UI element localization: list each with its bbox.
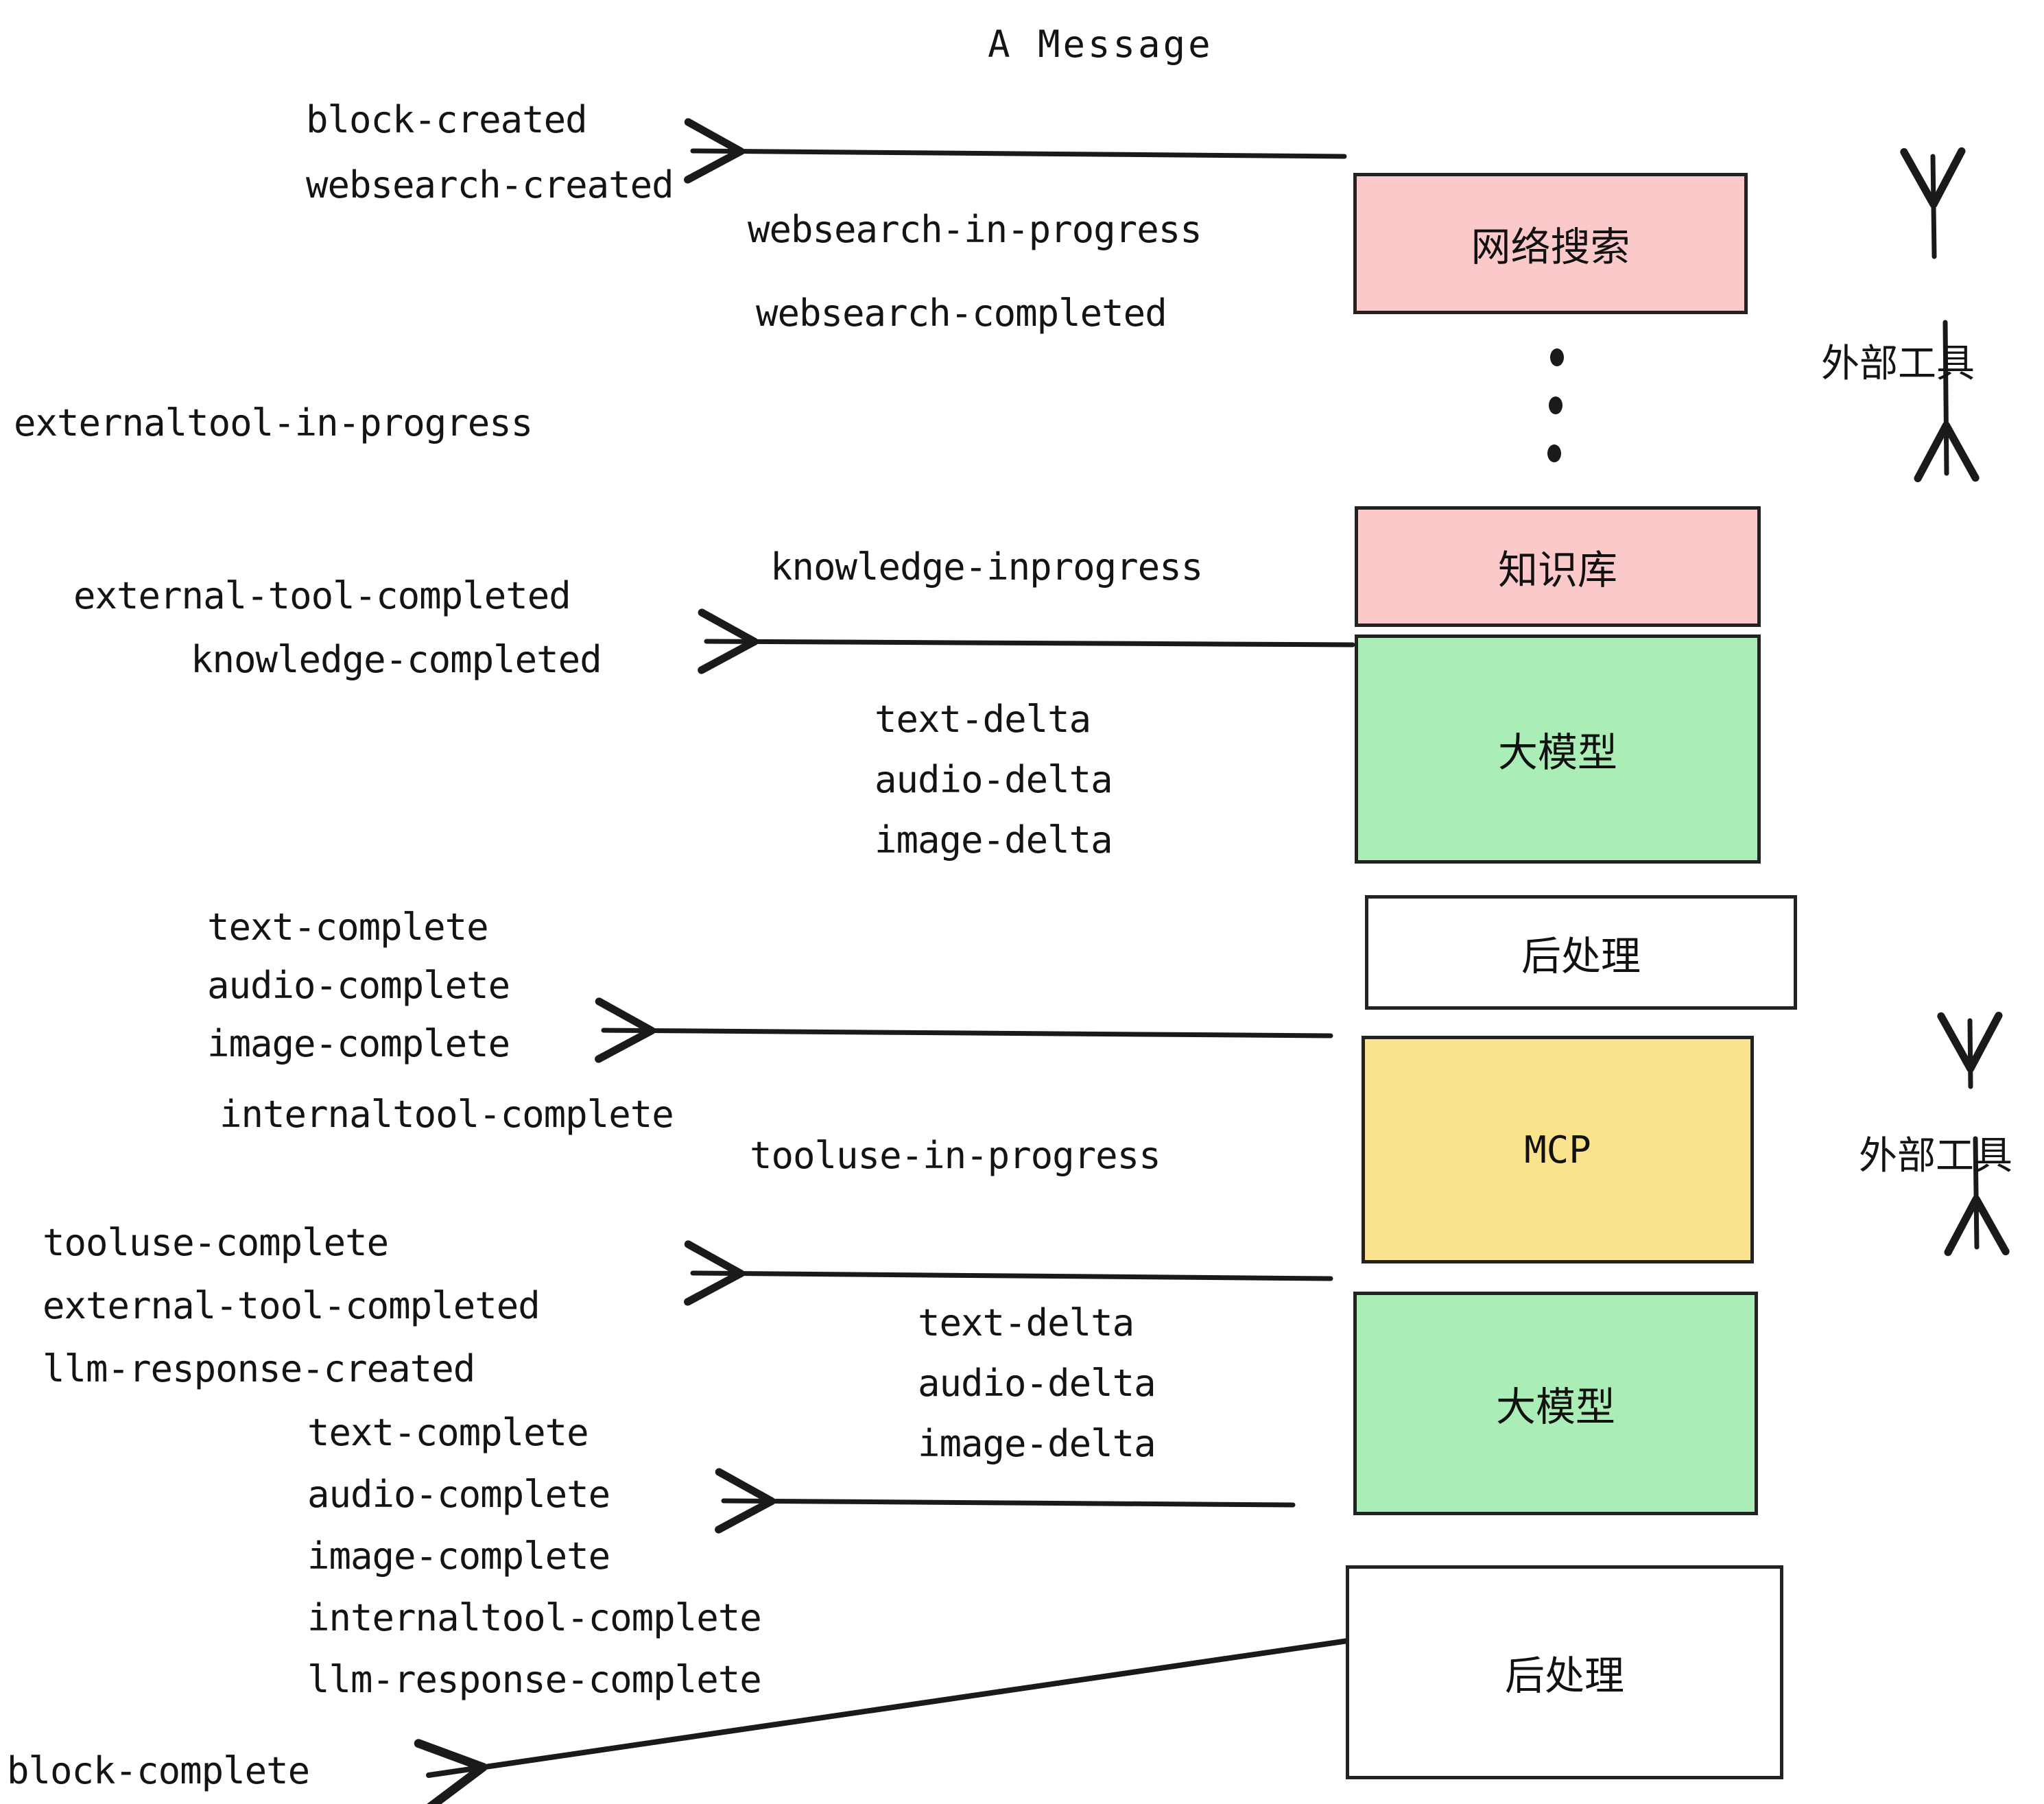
event-internaltool-complete-1: internaltool-complete (219, 1093, 674, 1136)
event-audio-delta-2: audio-delta (918, 1362, 1156, 1405)
external-tool-up-arrow-1 (1900, 147, 1966, 259)
external-tool-down-arrow-1 (1914, 320, 1980, 482)
arrow-postprocess-to-imagecomplete (595, 997, 1333, 1063)
event-image-complete-1: image-complete (207, 1022, 510, 1065)
external-tool-up-arrow-2 (1937, 1011, 2003, 1089)
box-mcp-label: MCP (1524, 1128, 1591, 1172)
box-llm-1[interactable]: 大模型 (1355, 634, 1761, 864)
event-block-created: block-created (306, 98, 588, 141)
event-llm-response-created: llm-response-created (43, 1347, 475, 1390)
event-tooluse-complete: tooluse-complete (43, 1221, 389, 1264)
event-text-complete-2: text-complete (307, 1411, 589, 1454)
event-websearch-created: websearch-created (306, 163, 674, 206)
box-websearch-label: 网络搜索 (1471, 224, 1630, 270)
event-text-complete-1: text-complete (207, 905, 489, 949)
ellipsis-dot (1549, 396, 1562, 414)
event-text-delta-2: text-delta (918, 1301, 1134, 1344)
event-image-delta-1: image-delta (875, 818, 1113, 862)
external-tool-label-1: 外部工具 (1821, 342, 1975, 386)
ellipsis-dot (1550, 348, 1564, 366)
event-block-complete: block-complete (7, 1749, 310, 1792)
event-image-delta-2: image-delta (918, 1422, 1156, 1465)
external-tool-label-2: 外部工具 (1859, 1134, 2012, 1178)
event-audio-delta-1: audio-delta (875, 758, 1113, 801)
arrow-postprocess2-to-blockcomplete (414, 1638, 1351, 1804)
box-postprocess-1[interactable]: 后处理 (1365, 895, 1797, 1010)
event-externaltool-in-progress: externaltool-in-progress (14, 401, 533, 444)
box-llm-2-label: 大模型 (1495, 1384, 1615, 1430)
event-audio-complete-1: audio-complete (207, 964, 510, 1007)
event-internaltool-complete-2: internaltool-complete (307, 1596, 762, 1639)
event-external-tool-completed: external-tool-completed (73, 574, 571, 617)
external-tool-down-arrow-2 (1944, 1136, 2010, 1257)
event-websearch-in-progress: websearch-in-progress (748, 208, 1202, 251)
box-knowledge-label: 知识库 (1497, 547, 1617, 593)
event-tooluse-in-progress: tooluse-in-progress (750, 1134, 1161, 1177)
box-postprocess-2[interactable]: 后处理 (1346, 1565, 1783, 1779)
box-postprocess-1-label: 后处理 (1521, 932, 1641, 980)
ellipsis-dot (1547, 444, 1561, 462)
event-image-complete-2: image-complete (307, 1534, 610, 1578)
box-llm-2[interactable]: 大模型 (1353, 1292, 1758, 1515)
arrow-knowledge-to-completed (698, 608, 1355, 674)
box-llm-1-label: 大模型 (1497, 729, 1617, 776)
event-external-tool-completed-2: external-tool-completed (43, 1284, 540, 1327)
arrow-websearch-to-blockcreated (684, 118, 1347, 184)
arrow-llm2-to-audiocomplete (715, 1468, 1296, 1534)
event-audio-complete-2: audio-complete (307, 1473, 610, 1516)
diagram-title: A Message (988, 23, 1213, 66)
box-knowledge[interactable]: 知识库 (1355, 506, 1761, 627)
arrow-mcp-to-toolusecomplete (684, 1240, 1333, 1306)
event-websearch-completed: websearch-completed (756, 292, 1167, 335)
box-postprocess-2-label: 后处理 (1504, 1652, 1624, 1699)
event-knowledge-inprogress: knowledge-inprogress (770, 545, 1203, 589)
event-knowledge-completed: knowledge-completed (191, 638, 602, 681)
event-text-delta-1: text-delta (875, 698, 1091, 741)
event-llm-response-complete: llm-response-complete (307, 1658, 762, 1701)
box-mcp[interactable]: MCP (1362, 1036, 1754, 1263)
box-websearch[interactable]: 网络搜索 (1353, 173, 1748, 314)
